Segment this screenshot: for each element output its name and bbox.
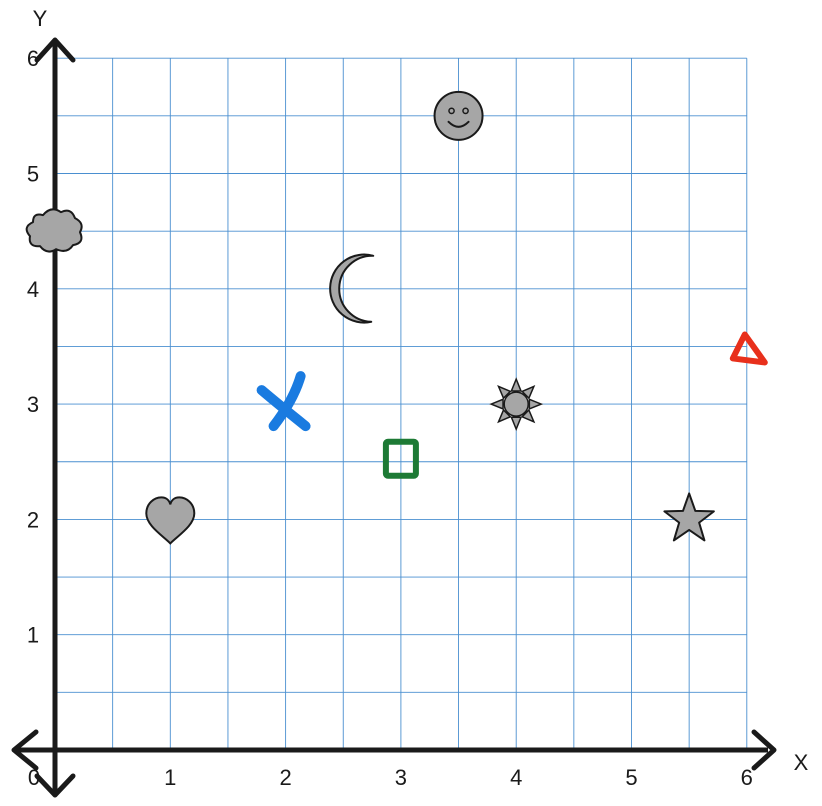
y-axis-bottom-arrow — [34, 773, 76, 798]
x-tick-label: 5 — [625, 765, 637, 790]
x-axis-left-arrow — [11, 729, 39, 771]
tick-labels: 1 2 3 4 5 6 1 2 3 4 5 6 0 X Y — [27, 6, 809, 790]
x-axis-right-arrow — [751, 729, 777, 771]
square-icon — [382, 438, 419, 479]
x-tick-label: 1 — [164, 765, 176, 790]
crescent-moon-icon — [329, 253, 375, 324]
y-tick-label: 2 — [27, 507, 39, 532]
grid-lines — [54, 57, 748, 751]
y-tick-label: 5 — [27, 162, 39, 187]
plotted-shapes — [25, 90, 768, 545]
origin-label: 0 — [28, 765, 40, 790]
y-tick-label: 4 — [27, 277, 39, 302]
axes — [11, 37, 777, 798]
y-axis-title: Y — [33, 6, 48, 31]
x-tick-label: 2 — [279, 765, 291, 790]
y-tick-label: 3 — [27, 392, 39, 417]
x-tick-label: 6 — [741, 765, 753, 790]
star-icon — [663, 492, 715, 542]
y-axis-top-arrow — [34, 37, 76, 63]
cloud-icon — [25, 208, 83, 253]
heart-icon — [145, 496, 196, 545]
y-tick-label: 6 — [27, 46, 39, 71]
smiley-face-icon — [433, 90, 484, 141]
x-mark-icon — [256, 371, 311, 432]
sun-icon — [489, 377, 544, 432]
x-tick-label: 3 — [395, 765, 407, 790]
triangle-icon — [729, 331, 768, 366]
x-axis-title: X — [794, 750, 809, 775]
x-tick-label: 4 — [510, 765, 522, 790]
y-tick-label: 1 — [27, 623, 39, 648]
